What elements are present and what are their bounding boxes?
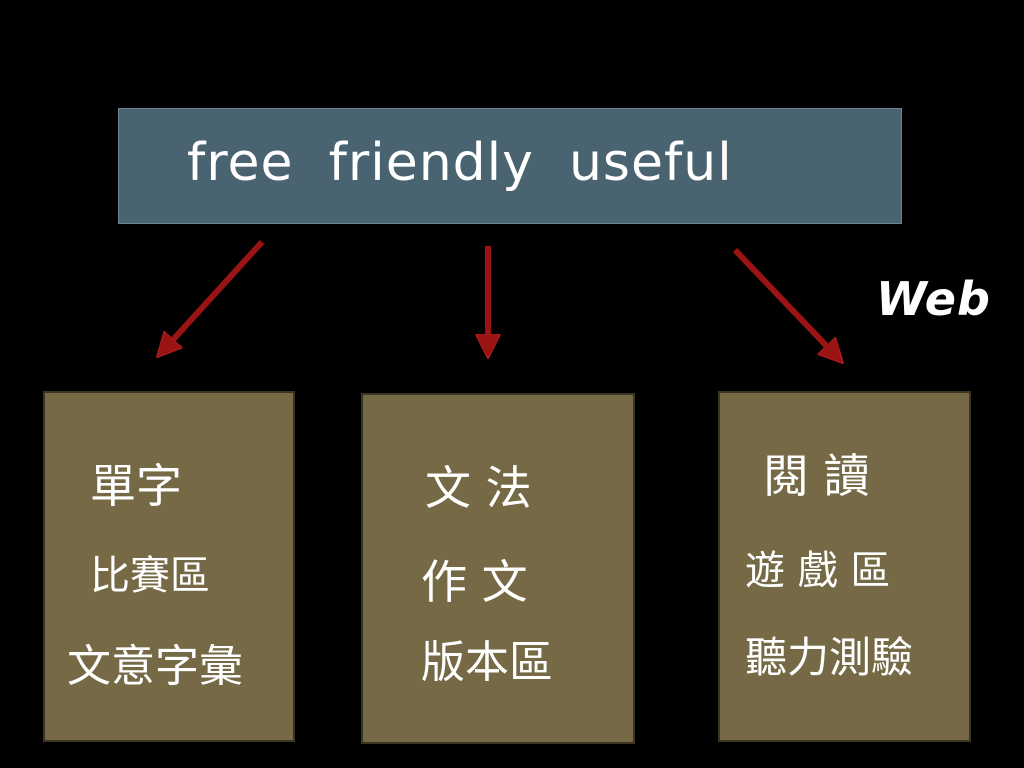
box-line: 作 文 <box>421 555 528 609</box>
box-title: 文 法 <box>425 461 532 515</box>
box-line: 版本區 <box>421 637 553 688</box>
web-label: Web <box>876 272 991 326</box>
box-line: 聽力測驗 <box>745 633 914 682</box>
header-banner: free friendly useful <box>118 108 902 224</box>
box-line: 文意字彙 <box>67 641 243 692</box>
arrow-left <box>160 239 265 354</box>
box-grammar: 文 法 作 文 版本區 <box>361 393 635 744</box>
box-reading: 閱 讀 遊 戲 區 聽力測驗 <box>718 391 971 742</box>
box-line: 比賽區 <box>90 553 210 599</box>
box-title: 閱 讀 <box>763 449 870 503</box>
arrow-right <box>732 247 840 360</box>
header-text: free friendly useful <box>187 133 733 193</box>
box-line: 遊 戲 區 <box>745 548 891 594</box>
box-title: 單字 <box>90 459 182 513</box>
box-vocabulary: 單字 比賽區 文意字彙 <box>43 391 295 742</box>
